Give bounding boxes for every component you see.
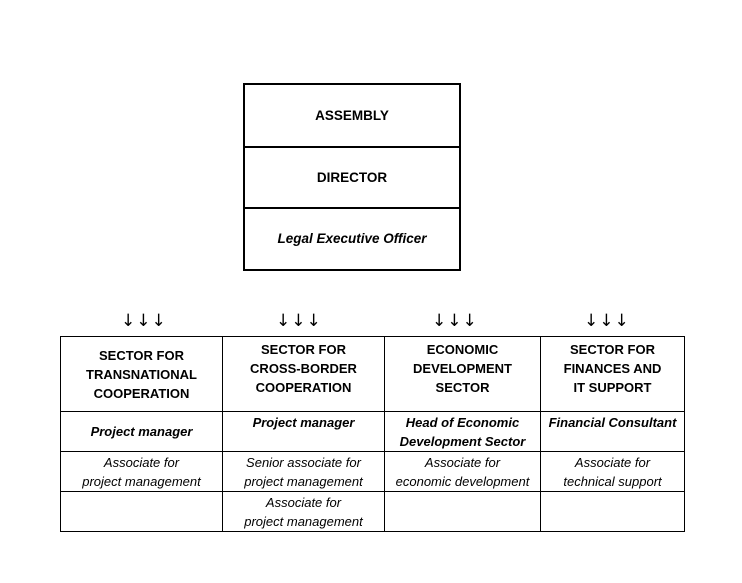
- sector-title-line: ECONOMIC: [426, 342, 499, 357]
- sector-lead-cell: Project manager: [222, 411, 385, 452]
- sector-lead-cell: Project manager: [60, 411, 223, 452]
- sector-lead-cell: Head of Economic Development Sector: [384, 411, 541, 452]
- sector-associate-line: project management: [244, 474, 363, 489]
- director-label: DIRECTOR: [316, 170, 388, 185]
- sector-title-cell: SECTOR FOR CROSS-BORDER COOPERATION: [222, 336, 385, 412]
- sector-title-line: SECTOR FOR: [570, 342, 655, 357]
- sector-title-line: COOPERATION: [93, 385, 190, 401]
- assembly-label: ASSEMBLY: [315, 108, 389, 123]
- sector-extra-cell: Associate for project management: [222, 491, 385, 532]
- sector-lead-row: Project manager Project manager Head of …: [60, 411, 685, 452]
- sector-associate-line: Associate for: [424, 455, 501, 470]
- arrows-sector-3: ↓↓↓: [432, 311, 478, 331]
- sector-extra-cell: [384, 491, 541, 532]
- sector-title-line: SECTOR: [435, 380, 490, 395]
- sector-associate-cell: Senior associate for project management: [222, 451, 385, 492]
- sector-lead-line: Financial Consultant: [548, 415, 677, 430]
- sector-lead-line: Development Sector: [399, 434, 526, 449]
- sector-extra-line: Associate for: [265, 495, 342, 510]
- sector-title-line: TRANSNATIONAL: [86, 366, 197, 382]
- sector-associate-line: Associate for: [103, 455, 180, 470]
- sector-title-cell: ECONOMIC DEVELOPMENT SECTOR: [384, 336, 541, 412]
- sector-associate-line: project management: [82, 474, 201, 489]
- sector-title-line: SECTOR FOR: [261, 342, 346, 357]
- sector-extra-cell: [540, 491, 685, 532]
- arrows-sector-1: ↓↓↓: [121, 311, 167, 331]
- sector-associate-line: technical support: [563, 474, 662, 489]
- sector-title-cell: SECTOR FOR FINANCES AND IT SUPPORT: [540, 336, 685, 412]
- sector-extra-line: project management: [244, 514, 363, 529]
- sector-title-cell: SECTOR FOR TRANSNATIONAL COOPERATION: [60, 336, 223, 412]
- assembly-cell: ASSEMBLY: [245, 85, 459, 146]
- sector-associate-cell: Associate for technical support: [540, 451, 685, 492]
- sector-title-line: FINANCES AND: [563, 361, 662, 376]
- sector-extra-row: Associate for project management: [60, 491, 685, 532]
- sector-associate-cell: Associate for project management: [60, 451, 223, 492]
- sector-associate-line: economic development: [395, 474, 530, 489]
- sector-title-line: SECTOR FOR: [99, 347, 184, 363]
- sector-lead-line: Project manager: [90, 424, 193, 439]
- sector-associate-row: Associate for project management Senior …: [60, 451, 685, 492]
- arrows-sector-4: ↓↓↓: [584, 311, 630, 331]
- legal-officer-cell: Legal Executive Officer: [245, 207, 459, 268]
- sector-title-line: COOPERATION: [255, 380, 352, 395]
- legal-officer-label: Legal Executive Officer: [277, 231, 427, 246]
- sector-title-row: SECTOR FOR TRANSNATIONAL COOPERATION SEC…: [60, 336, 685, 412]
- sector-title-line: IT SUPPORT: [573, 380, 652, 395]
- sector-lead-line: Project manager: [252, 415, 355, 430]
- sector-associate-cell: Associate for economic development: [384, 451, 541, 492]
- sector-extra-cell: [60, 491, 223, 532]
- sector-title-line: DEVELOPMENT: [413, 361, 512, 376]
- sector-lead-line: Head of Economic: [405, 415, 520, 430]
- sector-title-line: CROSS-BORDER: [250, 361, 357, 376]
- sector-lead-cell: Financial Consultant: [540, 411, 685, 452]
- sector-associate-line: Senior associate for: [246, 455, 361, 470]
- sectors-table: SECTOR FOR TRANSNATIONAL COOPERATION SEC…: [60, 336, 685, 532]
- sector-associate-line: Associate for: [574, 455, 651, 470]
- arrows-sector-2: ↓↓↓: [276, 311, 322, 331]
- governance-box: ASSEMBLY DIRECTOR Legal Executive Office…: [243, 83, 461, 271]
- director-cell: DIRECTOR: [245, 146, 459, 207]
